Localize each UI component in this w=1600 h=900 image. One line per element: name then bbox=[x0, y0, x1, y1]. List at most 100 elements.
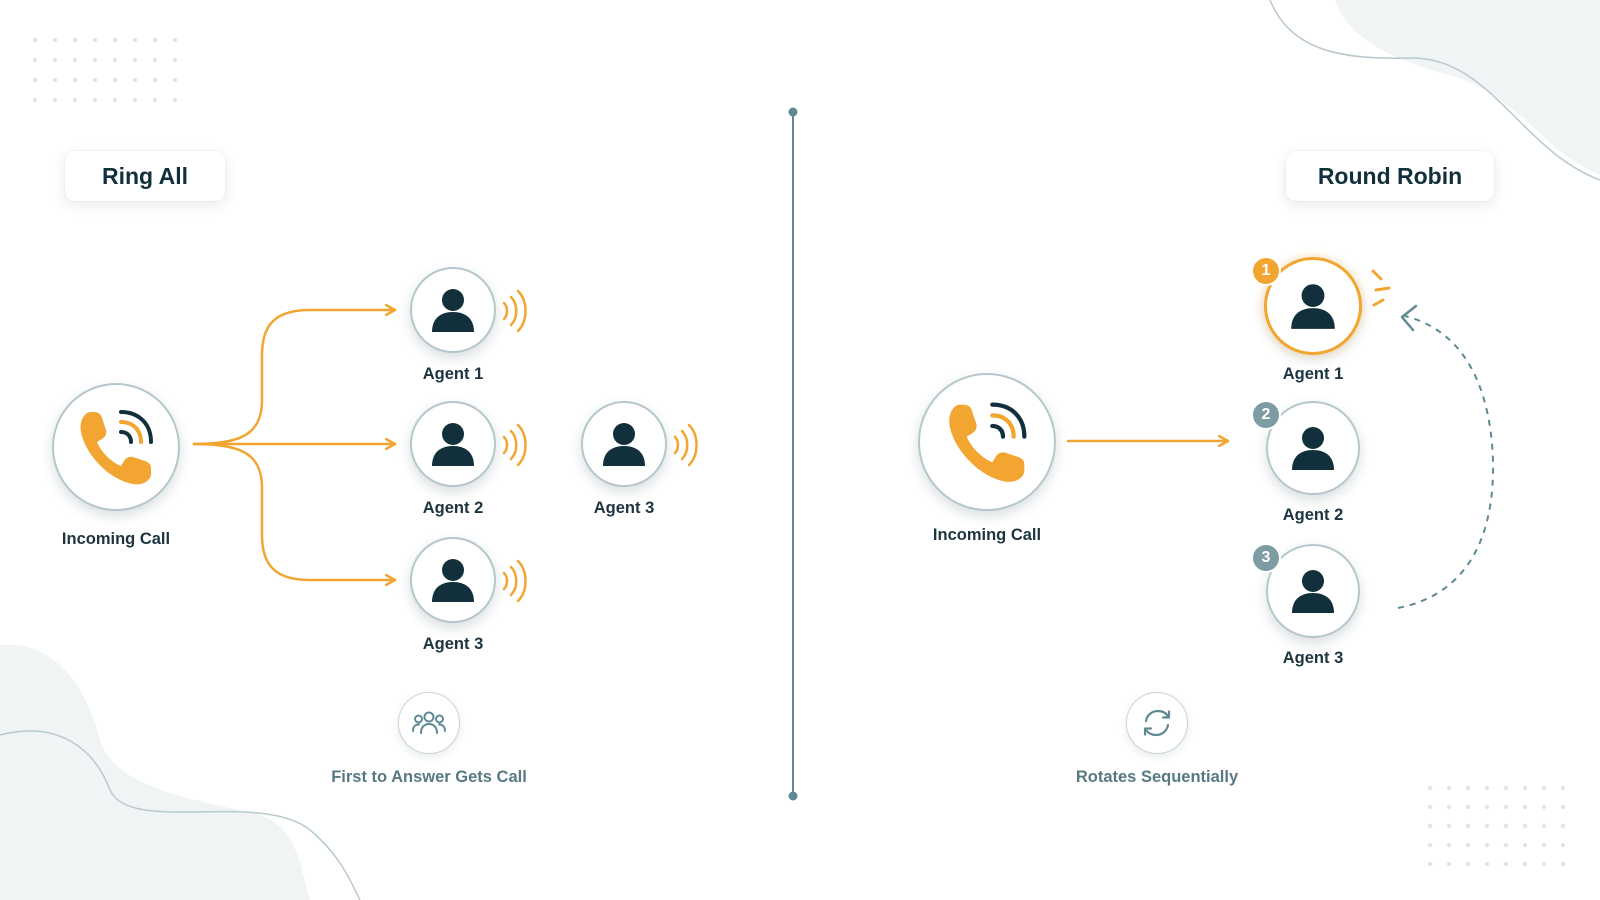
round-robin-title: Round Robin bbox=[1286, 151, 1494, 201]
user-icon bbox=[432, 289, 474, 332]
decor-dot bbox=[32, 57, 38, 63]
blob-top-right bbox=[1335, 0, 1600, 175]
decor-dot bbox=[112, 77, 118, 83]
ring-all-agent-1 bbox=[410, 267, 496, 353]
decor-dot bbox=[52, 57, 58, 63]
decor-dot bbox=[1427, 804, 1433, 810]
decor-dot bbox=[1427, 785, 1433, 791]
decor-dot bbox=[1560, 823, 1566, 829]
decor-dot bbox=[1446, 842, 1452, 848]
ring-all-title: Ring All bbox=[65, 151, 225, 201]
decor-dot bbox=[132, 37, 138, 43]
curve-bottom-left bbox=[0, 730, 361, 900]
decor-dot bbox=[1446, 804, 1452, 810]
decor-dot bbox=[152, 37, 158, 43]
decor-dot bbox=[92, 37, 98, 43]
round-robin-agent-2-label: Agent 2 bbox=[1282, 506, 1344, 524]
decor-dot bbox=[172, 37, 178, 43]
ring-all-arrows bbox=[192, 310, 397, 580]
decor-dot bbox=[152, 77, 158, 83]
decor-dot bbox=[1427, 823, 1433, 829]
decor-dot bbox=[1503, 804, 1509, 810]
decor-dot bbox=[1503, 823, 1509, 829]
curve-top-right bbox=[1269, 0, 1600, 181]
ringing-waves-icon bbox=[502, 559, 527, 603]
user-icon bbox=[1292, 427, 1334, 470]
decor-dot bbox=[1484, 804, 1490, 810]
decor-dot bbox=[1522, 823, 1528, 829]
decor-dot bbox=[1541, 861, 1547, 867]
decor-dot bbox=[1484, 842, 1490, 848]
decor-dot bbox=[1465, 861, 1471, 867]
user-icon bbox=[1291, 284, 1335, 329]
decor-dot bbox=[72, 57, 78, 63]
round-robin-title-text: Round Robin bbox=[1317, 162, 1463, 189]
decor-dot bbox=[112, 97, 118, 103]
decor-dot bbox=[1484, 861, 1490, 867]
decor-dot bbox=[1541, 823, 1547, 829]
decor-dot bbox=[52, 37, 58, 43]
decor-dot bbox=[72, 37, 78, 43]
decor-dot bbox=[1503, 785, 1509, 791]
decor-dot bbox=[32, 97, 38, 103]
decor-dot bbox=[1503, 861, 1509, 867]
ring-all-agent-3 bbox=[410, 537, 496, 623]
decor-dot bbox=[172, 77, 178, 83]
decor-dot bbox=[1560, 842, 1566, 848]
decor-dot bbox=[1541, 804, 1547, 810]
ring-all-footer-caption: First to Answer Gets Call bbox=[331, 768, 527, 786]
ring-all-agent-2-label: Agent 2 bbox=[422, 499, 484, 517]
user-icon bbox=[432, 423, 474, 466]
user-icon bbox=[1292, 570, 1334, 613]
phone-icon bbox=[949, 402, 1027, 482]
decor-dot bbox=[1541, 842, 1547, 848]
ring-all-extra-agent-label: Agent 3 bbox=[593, 499, 655, 517]
decor-dot bbox=[132, 97, 138, 103]
ring-all-footer-badge bbox=[398, 692, 460, 754]
decor-dot bbox=[1465, 804, 1471, 810]
decor-dot bbox=[132, 57, 138, 63]
decor-dot bbox=[172, 57, 178, 63]
decor-dot bbox=[1465, 823, 1471, 829]
decor-dot bbox=[1522, 861, 1528, 867]
ring-all-extra-agent bbox=[581, 401, 667, 487]
decor-dot bbox=[1541, 785, 1547, 791]
decor-dot bbox=[1560, 861, 1566, 867]
decor-dot bbox=[1465, 785, 1471, 791]
decor-dot bbox=[92, 57, 98, 63]
round-robin-agent-3 bbox=[1266, 544, 1360, 638]
ring-all-agent-1-label: Agent 1 bbox=[422, 365, 484, 383]
highlight-sparks bbox=[1371, 269, 1391, 307]
phone-icon bbox=[80, 410, 153, 485]
round-robin-footer-badge bbox=[1126, 692, 1188, 754]
decor-dot bbox=[112, 37, 118, 43]
decor-dot bbox=[172, 97, 178, 103]
round-robin-agent-1-label: Agent 1 bbox=[1282, 365, 1344, 383]
rotation-loop bbox=[1397, 315, 1495, 609]
user-icon bbox=[432, 559, 474, 602]
decor-dot bbox=[1560, 804, 1566, 810]
blob-bottom-left bbox=[0, 644, 310, 900]
decor-dot bbox=[132, 77, 138, 83]
order-badge-2: 2 bbox=[1251, 400, 1281, 430]
decor-dot bbox=[72, 77, 78, 83]
round-robin-agent-3-label: Agent 3 bbox=[1282, 649, 1344, 667]
incoming-call-label-right: Incoming Call bbox=[932, 526, 1042, 544]
decor-dot bbox=[1446, 823, 1452, 829]
order-badge-1: 1 bbox=[1251, 256, 1281, 286]
decor-dot bbox=[1484, 823, 1490, 829]
round-robin-footer-caption: Rotates Sequentially bbox=[1075, 768, 1239, 786]
decor-dot bbox=[1522, 785, 1528, 791]
dot-grid-bottom-right bbox=[1427, 785, 1566, 867]
decor-dot bbox=[52, 97, 58, 103]
ringing-waves-icon bbox=[502, 289, 527, 333]
round-robin-agent-2 bbox=[1266, 401, 1360, 495]
user-icon bbox=[603, 423, 645, 466]
ring-all-title-text: Ring All bbox=[101, 162, 189, 189]
ring-all-agent-3-label: Agent 3 bbox=[422, 635, 484, 653]
dot-grid-top-left bbox=[32, 37, 178, 103]
decor-dot bbox=[32, 37, 38, 43]
incoming-call-node-left bbox=[52, 383, 180, 511]
decor-dot bbox=[1427, 842, 1433, 848]
